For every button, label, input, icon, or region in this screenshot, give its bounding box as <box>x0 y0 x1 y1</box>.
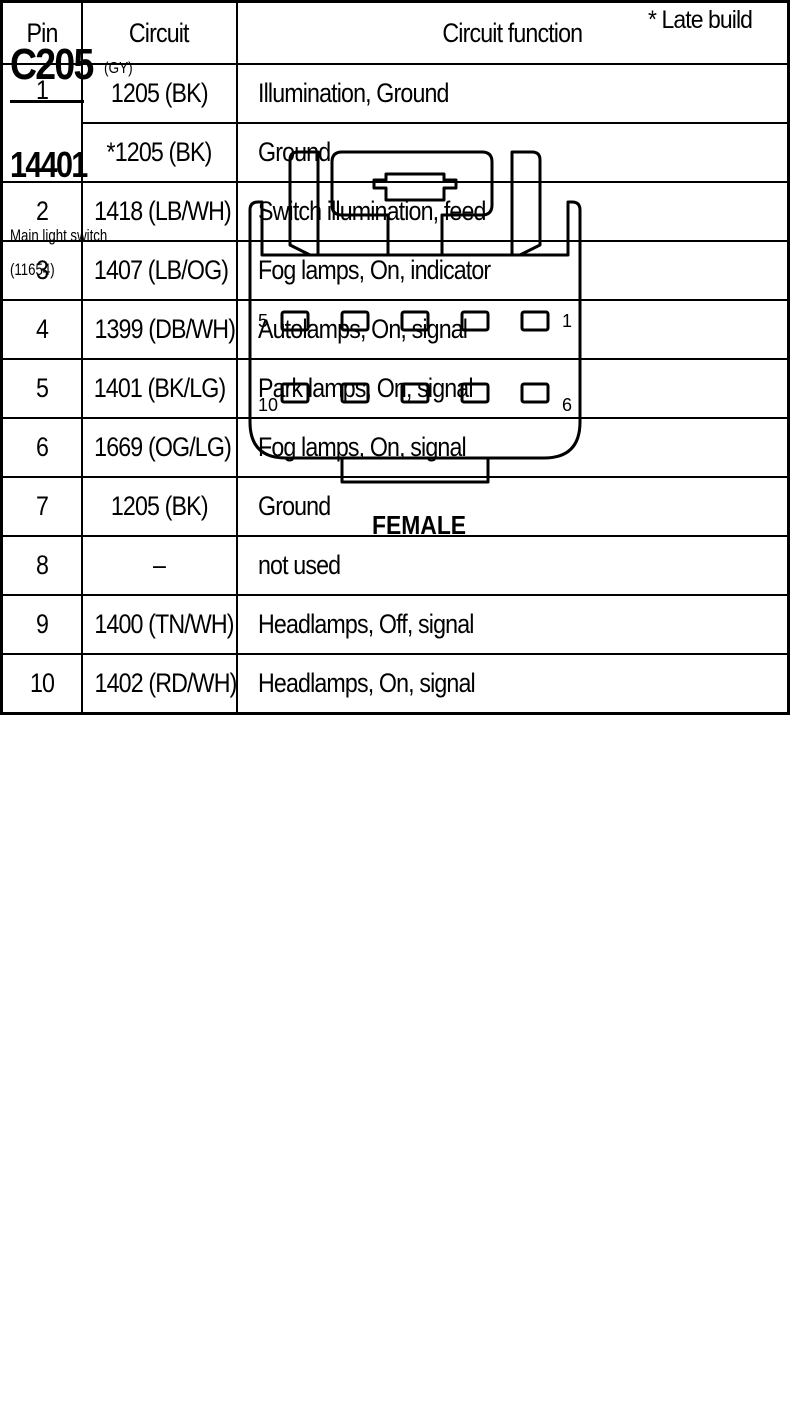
pin-label-1: 1 <box>562 311 572 331</box>
connector-id-underline <box>10 100 84 103</box>
table-row: 8–not used <box>0 535 790 596</box>
pin-cavity <box>520 382 550 404</box>
connector-id: C205 <box>10 40 94 89</box>
cell-circuit-function: not used <box>235 535 790 596</box>
cell-circuit-function: Ground <box>235 476 790 537</box>
cell-circuit: 1399 (DB/WH) <box>80 299 238 360</box>
header-pin: Pin <box>0 0 83 65</box>
cell-pin: 2 <box>0 181 83 242</box>
header-circuit: Circuit <box>80 0 238 65</box>
cell-pin: 1 <box>0 63 83 183</box>
cell-circuit-function: Headlamps, On, signal <box>235 653 790 715</box>
cell-circuit: 1402 (RD/WH) <box>80 653 238 715</box>
pin-label-5: 5 <box>258 311 268 331</box>
pin-cavity <box>280 382 310 404</box>
pin-cavity <box>520 310 550 332</box>
cell-circuit: 1400 (TN/WH) <box>80 594 238 655</box>
center-latch <box>372 172 458 202</box>
cell-circuit: – <box>80 535 238 596</box>
cell-pin: 5 <box>0 358 83 419</box>
pin-label-6: 6 <box>562 395 572 415</box>
cell-circuit: 1401 (BK/LG) <box>80 358 238 419</box>
late-build-note: * Late build <box>648 6 753 34</box>
connector-gender-label: FEMALE <box>372 510 467 540</box>
pin-cavity <box>280 310 310 332</box>
cell-circuit: 1205 (BK) <box>80 476 238 537</box>
cell-pin: 9 <box>0 594 83 655</box>
cell-circuit-function: Park lamps, On, signal <box>235 358 790 419</box>
part-number: 14401 <box>10 144 88 185</box>
cell-circuit: 1205 (BK) <box>80 63 238 124</box>
connector-color: (GY) <box>104 60 133 77</box>
connector-body-outline <box>248 150 582 460</box>
cell-pin: 8 <box>0 535 83 596</box>
component-name: Main light switch <box>10 226 108 245</box>
pin-label-10: 10 <box>258 395 278 415</box>
bottom-tab <box>340 458 490 484</box>
cell-circuit-function: Fog lamps, On, signal <box>235 417 790 478</box>
header-function: Circuit function <box>235 0 790 65</box>
cell-pin: 3 <box>0 240 83 301</box>
pin-cavity <box>340 310 370 332</box>
cell-circuit: 1407 (LB/OG) <box>80 240 238 301</box>
pin-cavity <box>460 310 490 332</box>
pin-cavity <box>400 310 430 332</box>
pin-cavity <box>340 382 370 404</box>
cell-pin: 6 <box>0 417 83 478</box>
cell-pin: 4 <box>0 299 83 360</box>
cell-circuit-function: Illumination, Ground <box>235 63 790 124</box>
cell-circuit: 1418 (LB/WH) <box>80 181 238 242</box>
table-header-row: Pin Circuit Circuit function <box>0 0 790 65</box>
cell-pin: 10 <box>0 653 83 715</box>
component-part-number: (11654) <box>10 260 55 279</box>
pin-cavity <box>460 382 490 404</box>
cell-circuit: 1669 (OG/LG) <box>80 417 238 478</box>
pin-cavity <box>400 382 430 404</box>
connector-face-diagram: 5 1 10 6 <box>248 150 582 484</box>
cell-circuit: *1205 (BK) <box>80 122 238 183</box>
cell-circuit-function: Headlamps, Off, signal <box>235 594 790 655</box>
cell-circuit-function: Autolamps, On, signal <box>235 299 790 360</box>
cell-pin: 7 <box>0 476 83 537</box>
